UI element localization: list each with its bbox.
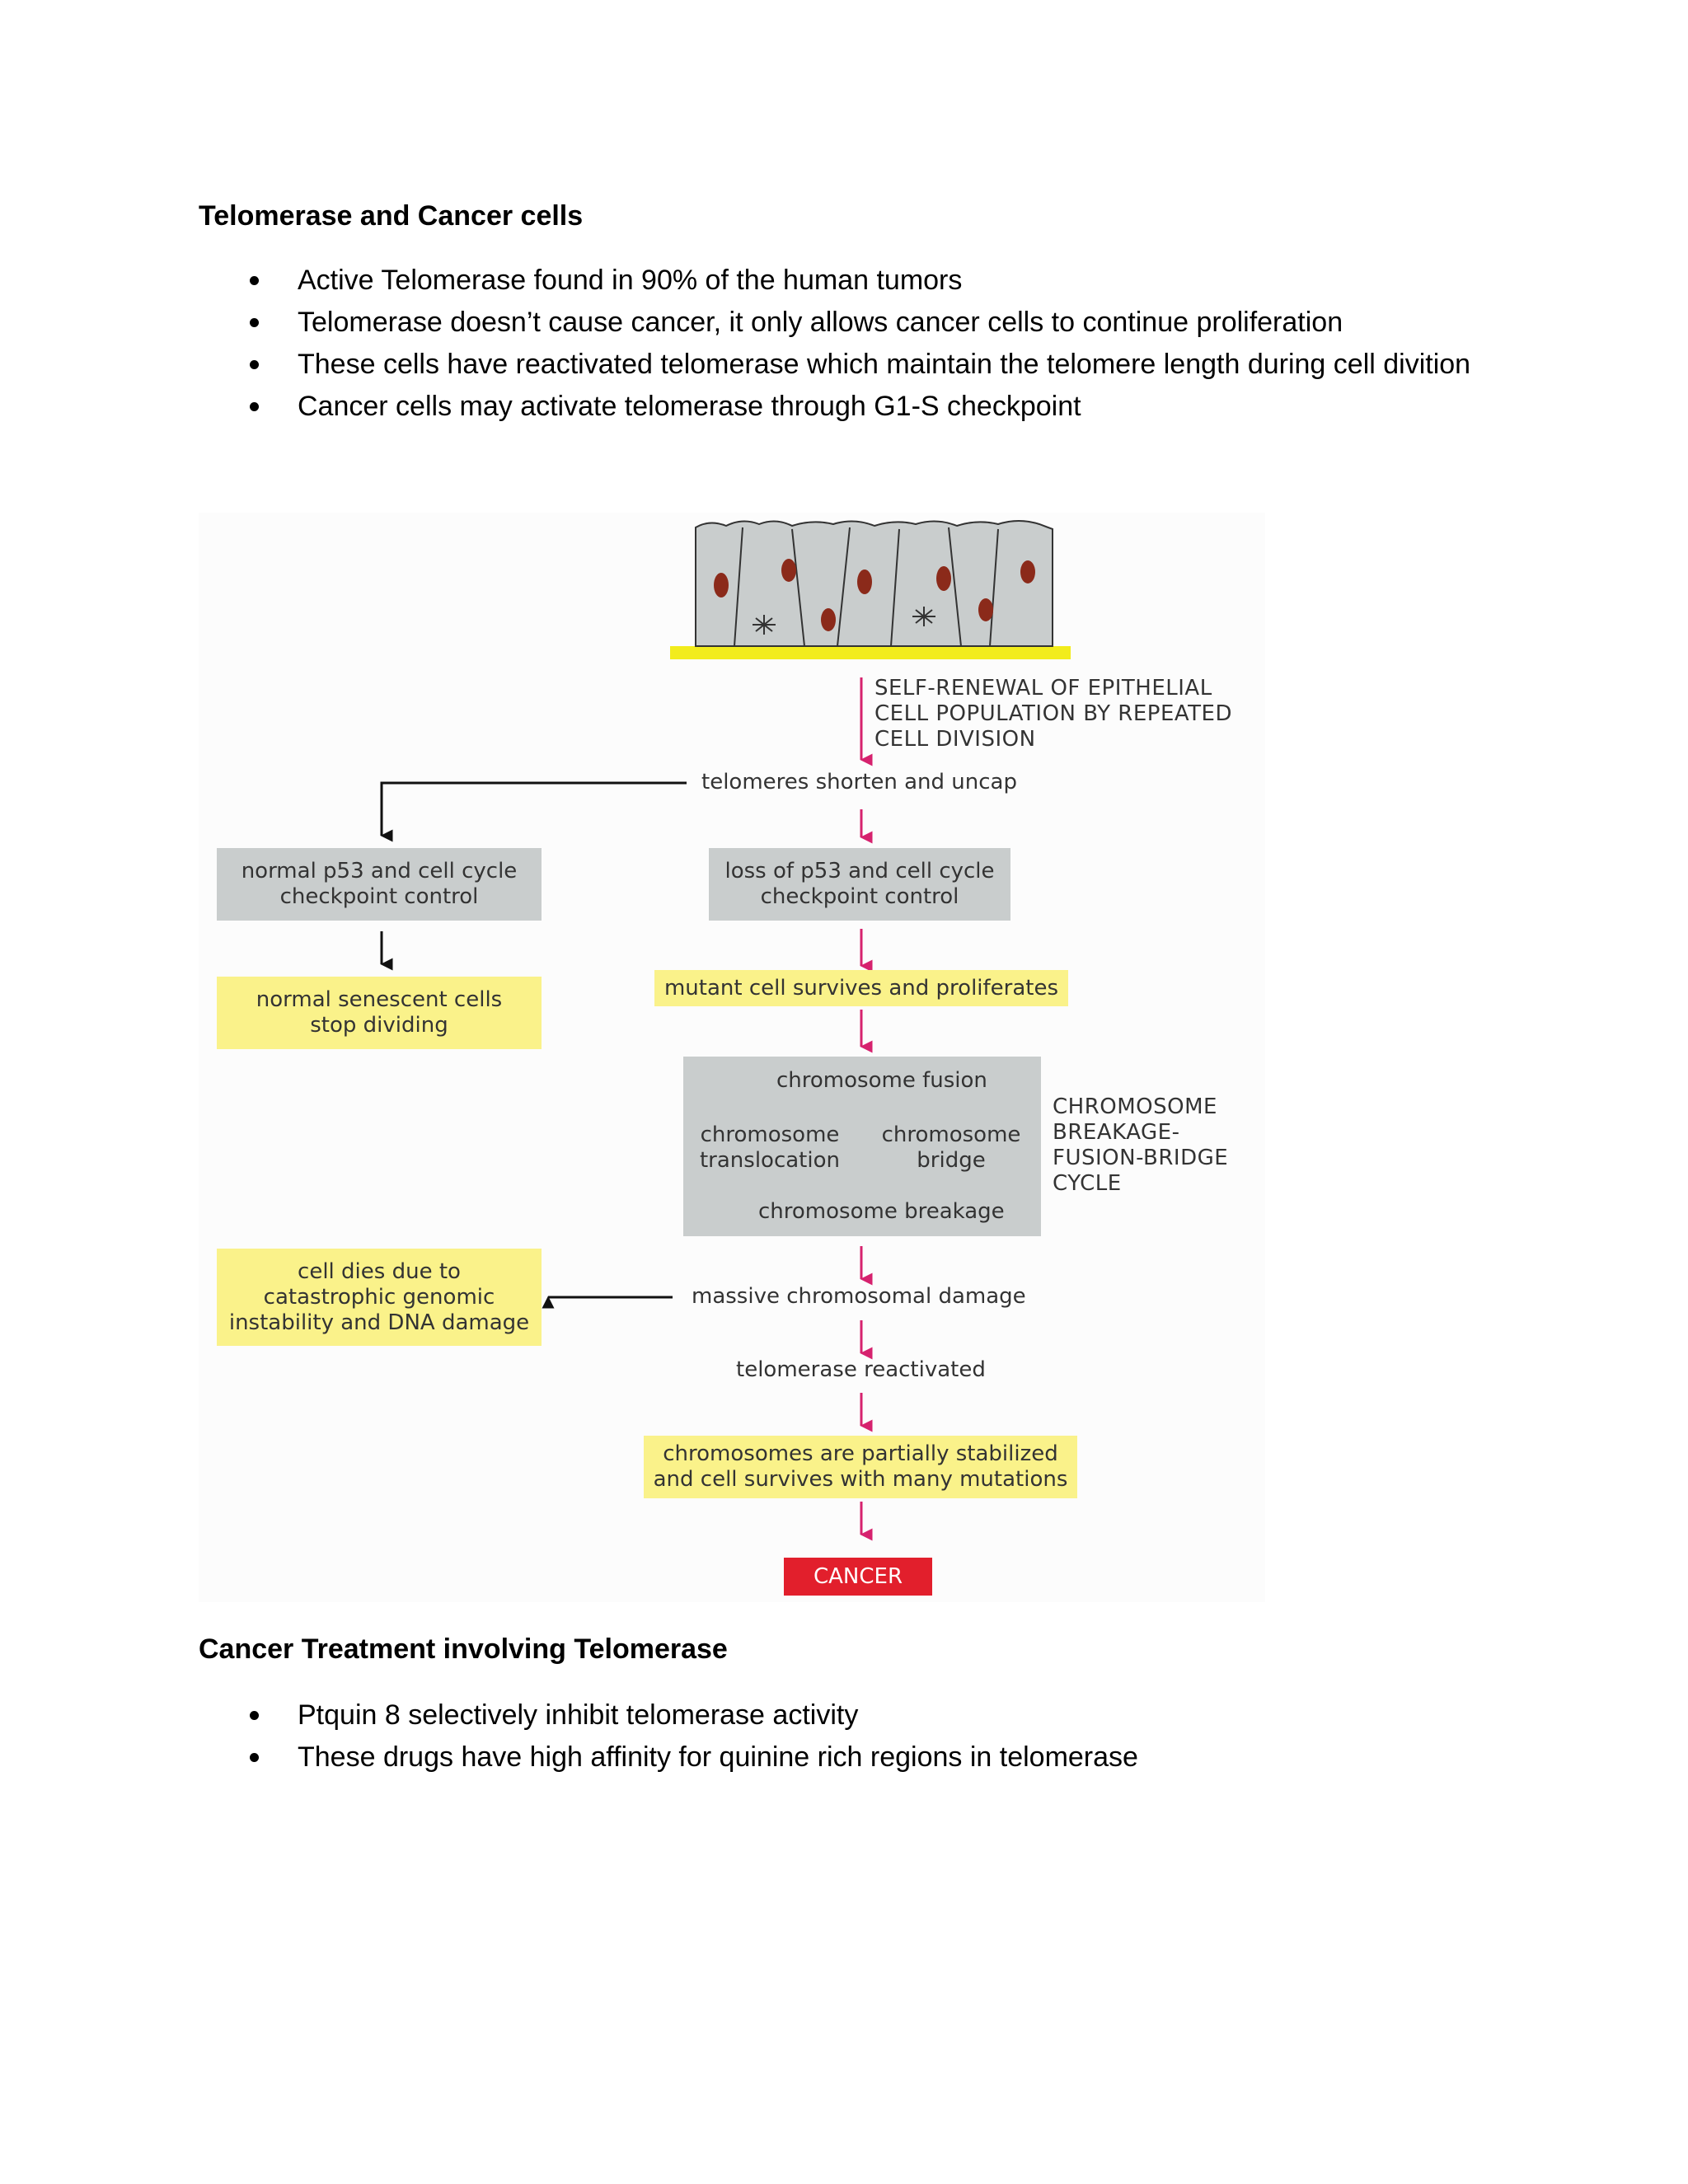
list-item-text: These drugs have high affinity for quini… [298, 1741, 1138, 1773]
mutant-cell-box: mutant cell survives and proliferates [654, 970, 1068, 1006]
list-item-text: Ptquin 8 selectively inhibit telomerase … [298, 1699, 859, 1731]
cycle-breakage-label: chromosome breakage [758, 1199, 1005, 1224]
bullet-icon [250, 276, 259, 285]
telomerase-reactivated-label: telomerase reactivated [736, 1357, 986, 1382]
section-title-cancer-treatment: Cancer Treatment involving Telomerase [199, 1633, 728, 1665]
cycle-bridge-label: chromosome bridge [881, 1122, 1021, 1173]
cycle-translocation-label: chromosome translocation [699, 1122, 840, 1173]
list-item: Cancer cells may activate telomerase thr… [199, 386, 1470, 428]
branch-arrows [380, 781, 687, 1309]
diagram-graphics [199, 513, 1265, 1602]
list-item: These drugs have high affinity for quini… [199, 1736, 1138, 1779]
bullet-list-treatment: Ptquin 8 selectively inhibit telomerase … [199, 1694, 1138, 1779]
basement-membrane [670, 646, 1071, 659]
bullet-icon [250, 318, 259, 327]
list-item: Ptquin 8 selectively inhibit telomerase … [199, 1694, 1138, 1736]
section-title-telomerase-cancer: Telomerase and Cancer cells [199, 200, 584, 232]
list-item-text: These cells have reactivated telomerase … [298, 349, 1471, 380]
list-item: Telomerase doesn’t cause cancer, it only… [199, 302, 1470, 344]
bullet-icon [250, 402, 259, 411]
bullet-list-telomerase: Active Telomerase found in 90% of the hu… [199, 260, 1470, 428]
self-renewal-label: SELF-RENEWAL OF EPITHELIAL CELL POPULATI… [874, 676, 1233, 752]
list-item: These cells have reactivated telomerase … [199, 344, 1470, 386]
bfb-cycle-label: CHROMOSOME BREAKAGE- FUSION-BRIDGE CYCLE [1053, 1094, 1229, 1196]
telomeres-shorten-label: telomeres shorten and uncap [701, 770, 1017, 794]
massive-damage-label: massive chromosomal damage [692, 1284, 1026, 1309]
list-item: Active Telomerase found in 90% of the hu… [199, 260, 1470, 302]
cycle-fusion-label: chromosome fusion [776, 1068, 987, 1093]
bullet-icon [250, 1753, 259, 1762]
list-item-text: Cancer cells may activate telomerase thr… [298, 391, 1081, 422]
telomere-cancer-diagram: SELF-RENEWAL OF EPITHELIAL CELL POPULATI… [199, 513, 1265, 1602]
bullet-icon [250, 1711, 259, 1720]
list-item-text: Telomerase doesn’t cause cancer, it only… [298, 307, 1343, 338]
cancer-box: CANCER [784, 1558, 932, 1596]
epithelial-cells-illustration [670, 520, 1071, 659]
list-item-text: Active Telomerase found in 90% of the hu… [298, 265, 963, 296]
bullet-icon [250, 360, 259, 369]
bfb-cycle-box: chromosome fusion chromosome translocati… [683, 1057, 1041, 1236]
